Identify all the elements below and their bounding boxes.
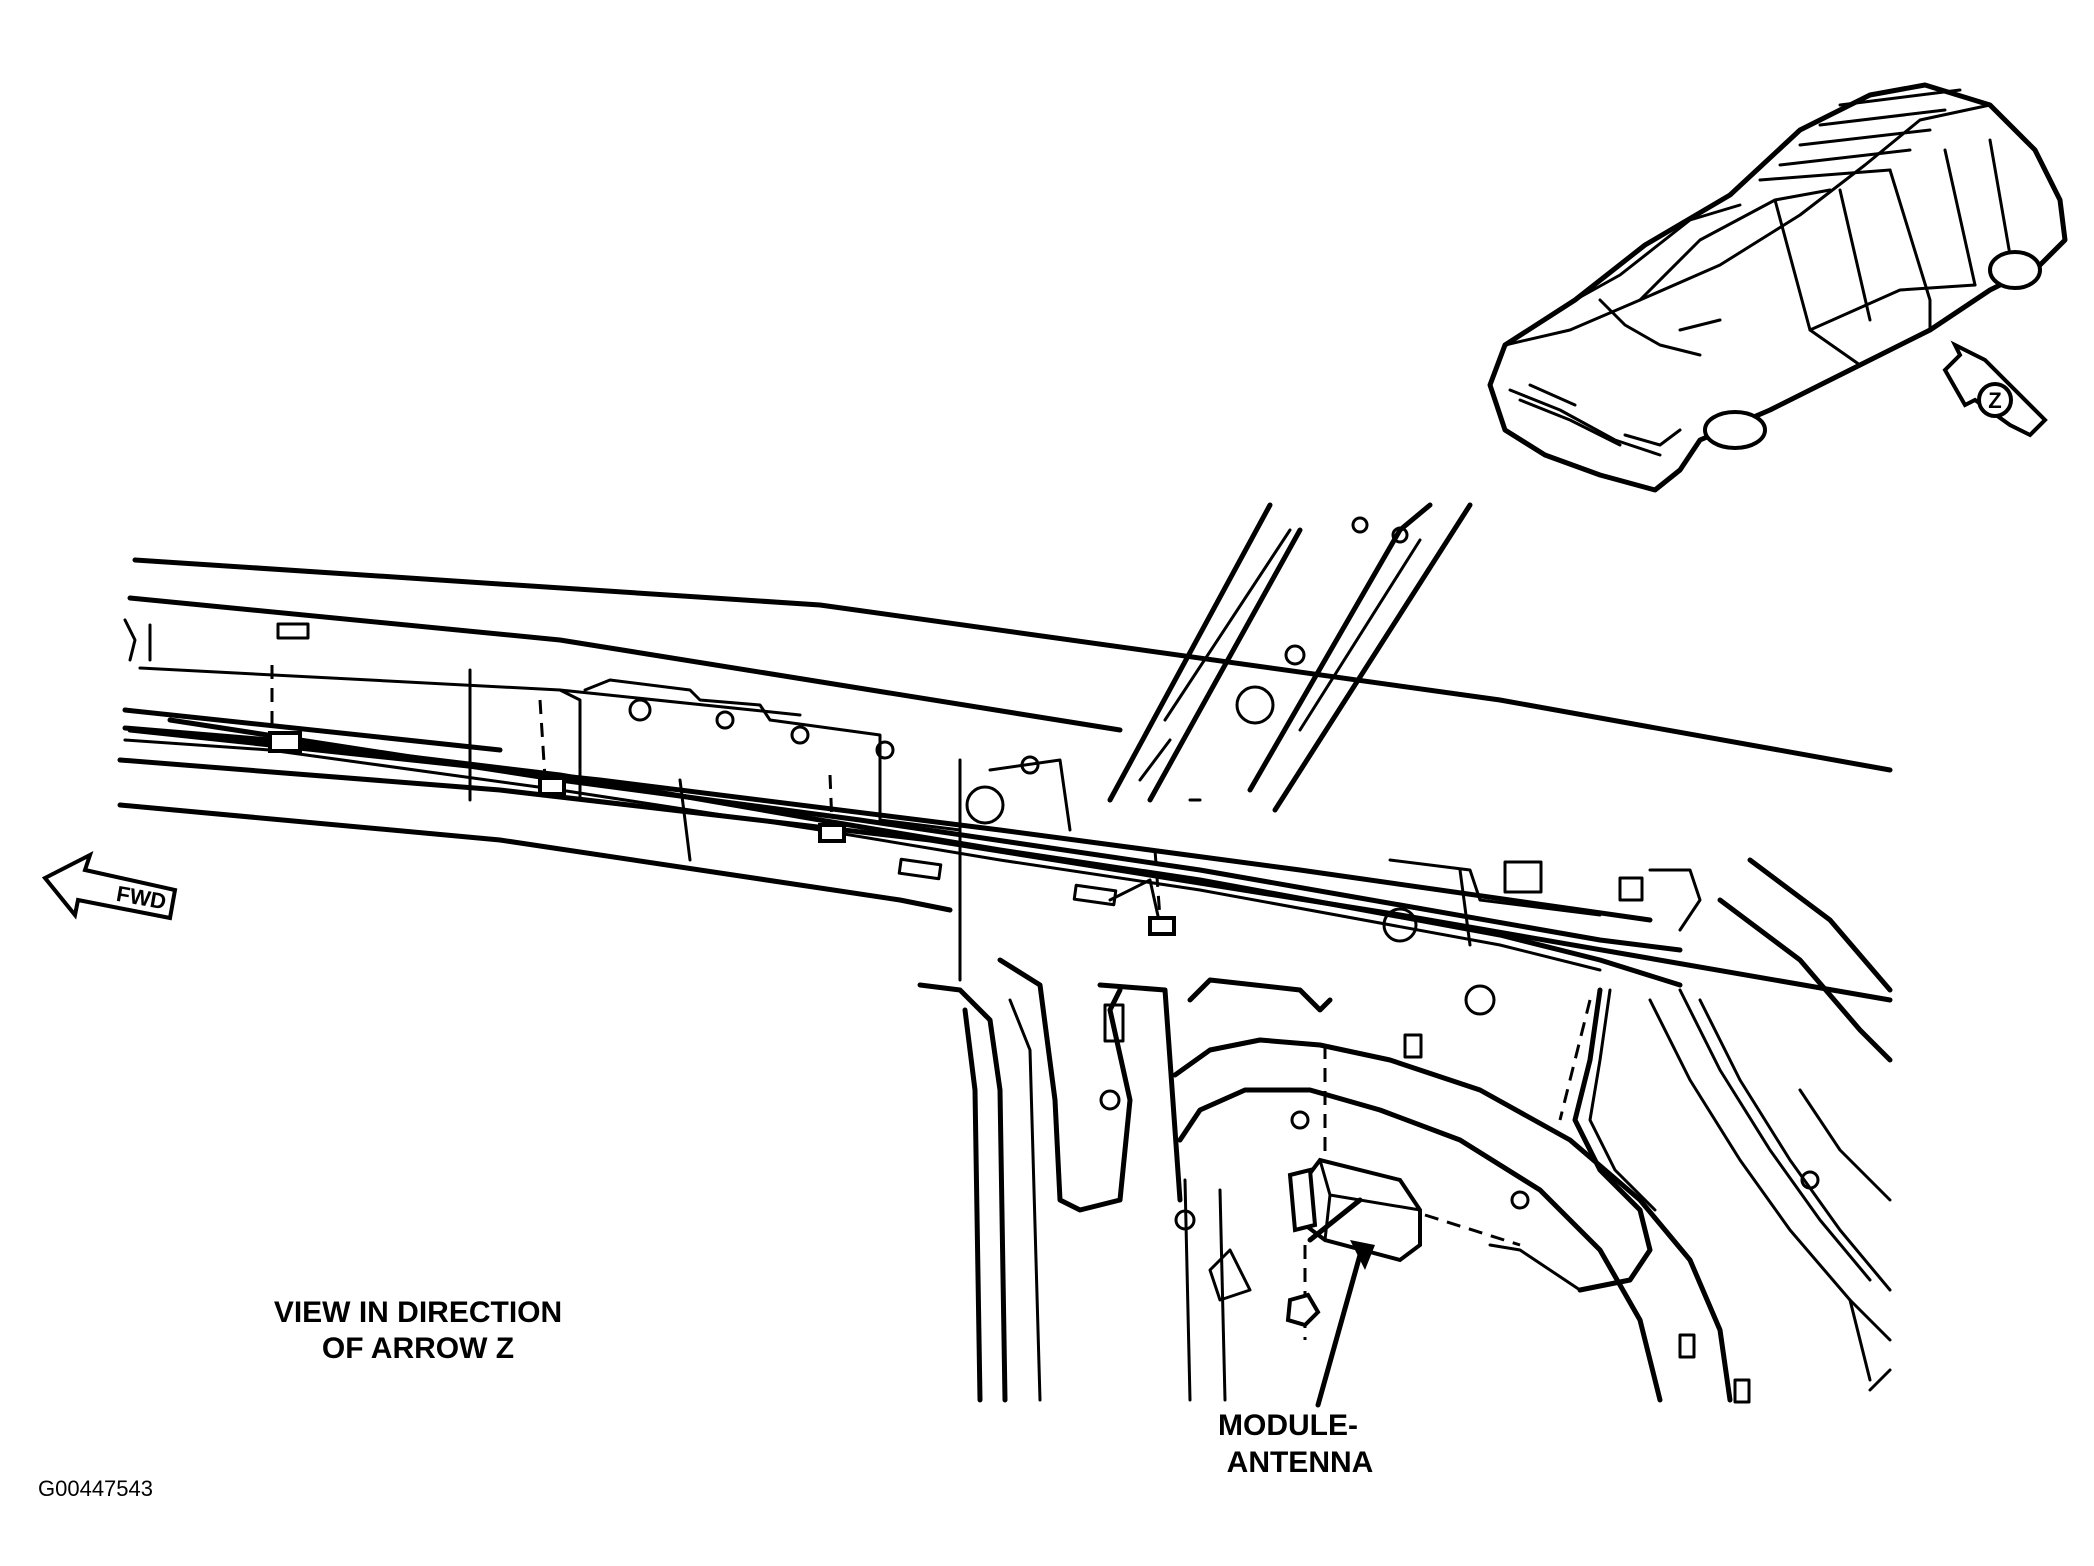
module-antenna-label-line2: ANTENNA <box>1227 1446 1374 1479</box>
arrow-z-label: Z <box>1988 388 2001 413</box>
antenna-cable <box>122 725 1683 1293</box>
view-direction-label-line2: OF ARROW Z <box>322 1332 514 1365</box>
module-antenna-leader <box>1315 1240 1375 1408</box>
vehicle-illustration <box>1487 82 2068 493</box>
arrow-z-indicator: Z <box>1942 340 2048 438</box>
lower-body-structure <box>917 857 1893 1404</box>
roof-rail-structure <box>117 502 1893 1016</box>
view-direction-label-line1: VIEW IN DIRECTION <box>274 1296 562 1329</box>
fwd-arrow: FWD <box>41 850 178 921</box>
figure-id: G00447543 <box>38 1476 153 1501</box>
antenna-module <box>1285 1157 1422 1328</box>
module-antenna-label-line1: MODULE- <box>1218 1409 1358 1442</box>
